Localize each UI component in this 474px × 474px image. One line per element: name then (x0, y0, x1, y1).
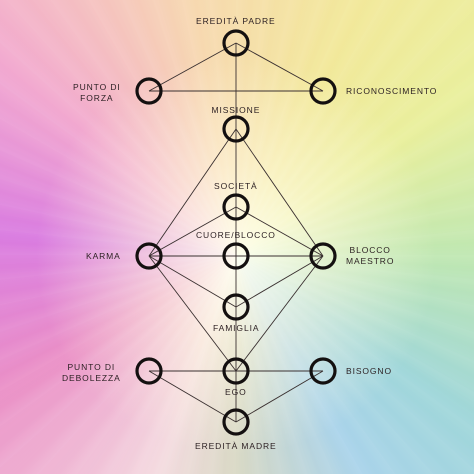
label-line: BISOGNO (346, 366, 392, 376)
edges-group (148, 42, 324, 423)
label-riconoscimento: RICONOSCIMENTO (346, 86, 437, 97)
label-line: CUORE/BLOCCO (196, 230, 276, 240)
label-line: EGO (225, 387, 247, 397)
label-ego: EGO (225, 387, 247, 398)
edge-bisogno-eredita-madre (235, 370, 324, 423)
edge-karma-famiglia (148, 255, 237, 308)
edge-societa-karma (148, 206, 237, 257)
label-line: FAMIGLIA (213, 323, 260, 333)
label-line: MAESTRO (346, 256, 395, 266)
edge-blocco-maestro-famiglia (235, 255, 324, 308)
node-societa (222, 193, 250, 221)
label-bisogno: BISOGNO (346, 366, 392, 377)
label-eredita-padre: EREDITÀ PADRE (196, 16, 276, 27)
node-bisogno (309, 357, 337, 385)
edge-missione-blocco-maestro (235, 128, 324, 257)
node-missione (222, 115, 250, 143)
node-eredita-padre (222, 29, 250, 57)
node-karma (135, 242, 163, 270)
edge-missione-karma (148, 128, 237, 257)
label-famiglia: FAMIGLIA (213, 323, 259, 334)
label-line: BLOCCO (349, 245, 391, 255)
label-missione: MISSIONE (212, 105, 261, 116)
nodes-group (135, 29, 337, 436)
label-line: PUNTO DI (73, 82, 121, 92)
label-karma: KARMA (86, 251, 121, 262)
node-punto-di-debolezza (135, 357, 163, 385)
node-cuore-blocco (222, 242, 250, 270)
label-line: EREDITÀ PADRE (196, 16, 276, 26)
label-cuore-blocco: CUORE/BLOCCO (196, 230, 276, 241)
label-line: FORZA (80, 93, 114, 103)
label-line: SOCIETÀ (214, 181, 258, 191)
node-eredita-madre (222, 408, 250, 436)
edge-punto-di-debolezza-eredita-madre (148, 370, 237, 423)
node-riconoscimento (309, 77, 337, 105)
node-famiglia (222, 293, 250, 321)
label-line: KARMA (86, 251, 121, 261)
label-societa: SOCIETÀ (214, 181, 258, 192)
edge-eredita-padre-punto-di-forza (148, 42, 237, 92)
edge-societa-blocco-maestro (235, 206, 324, 257)
edge-karma-ego (148, 255, 237, 372)
label-line: PUNTO DI (67, 362, 116, 372)
edge-eredita-padre-riconoscimento (235, 42, 324, 92)
node-ego (222, 357, 250, 385)
label-line: RICONOSCIMENTO (346, 86, 438, 96)
label-line: MISSIONE (211, 105, 261, 115)
label-eredita-madre: EREDITÀ MADRE (195, 441, 277, 452)
node-punto-di-forza (135, 77, 163, 105)
label-line: DEBOLEZZA (62, 373, 121, 383)
node-blocco-maestro (309, 242, 337, 270)
label-line: EREDITÀ MADRE (195, 441, 277, 451)
edge-blocco-maestro-ego (235, 255, 324, 372)
